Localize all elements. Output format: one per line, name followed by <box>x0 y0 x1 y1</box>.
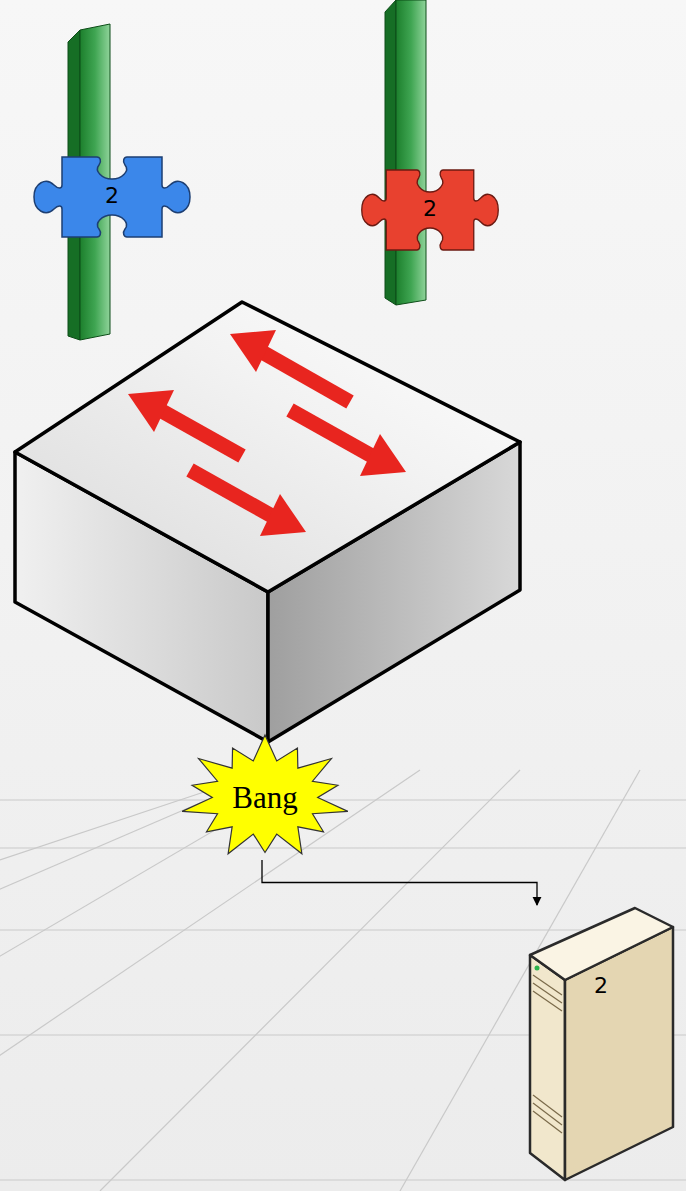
switch-arrows <box>128 330 406 536</box>
callout-number: 2 <box>594 973 608 998</box>
floor-grid <box>0 770 686 1191</box>
exclamation-text: Bang <box>232 780 297 816</box>
server-outline <box>525 905 677 1183</box>
puzzle-shape <box>34 157 190 237</box>
puzzle-shape <box>362 170 499 250</box>
connector <box>262 860 537 905</box>
drive-slot <box>533 983 562 1003</box>
puzzle-piece: 2 <box>360 160 500 260</box>
bang-burst: Bang <box>180 735 350 860</box>
callout-number: 2 <box>105 183 119 208</box>
drive-slot <box>533 1111 562 1133</box>
server: 2 <box>525 905 677 1183</box>
power-led <box>535 966 540 971</box>
server-top <box>530 908 673 980</box>
drive-slot <box>533 975 562 995</box>
network-switch <box>15 302 520 742</box>
drive-slot <box>533 991 562 1011</box>
server-front <box>530 955 565 1180</box>
green-card <box>385 0 426 305</box>
callout-number: 2 <box>423 196 437 221</box>
starburst <box>182 735 348 854</box>
puzzle-piece: 2 <box>32 147 192 247</box>
